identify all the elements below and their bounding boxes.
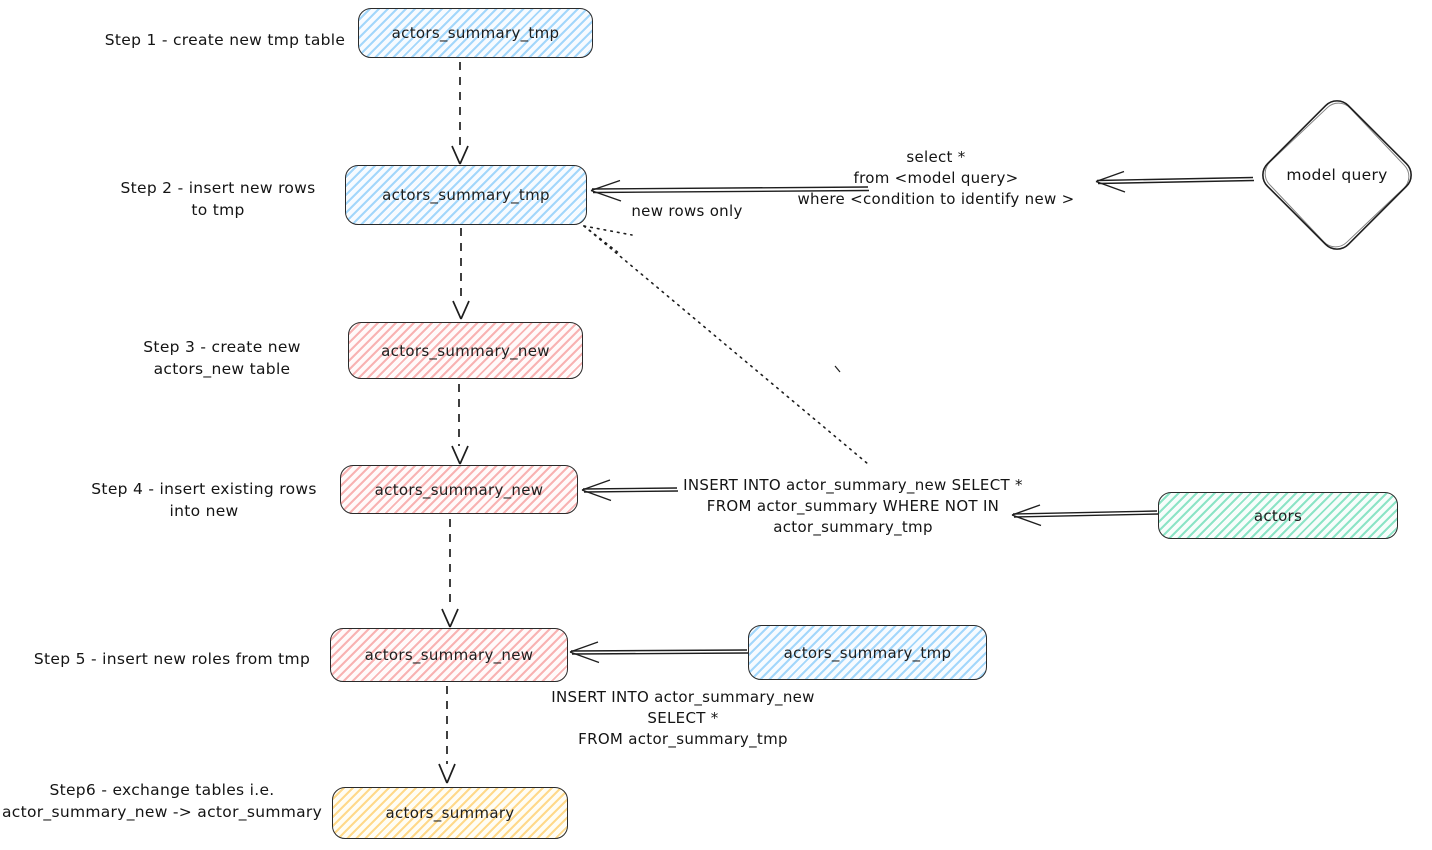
arrow-query-to-step2: [590, 179, 870, 202]
arrow-step3-to-step4: [451, 384, 469, 465]
model-query-label: model query: [1286, 166, 1388, 184]
arrow-tmp-to-step5: [569, 641, 749, 664]
dotted-link-step2-to-sql: [583, 225, 869, 465]
arrow-step2-to-step3: [452, 228, 470, 320]
node-actors-summary-new-step3: actors_summary_new: [348, 322, 583, 379]
arrow-step4-to-step5: [441, 519, 459, 628]
arrow-actors-to-sql: [1011, 504, 1159, 527]
model-query-diamond: [1262, 100, 1412, 250]
step4-label: Step 4 - insert existing rows into new: [91, 480, 317, 520]
insert-existing-sql-annotation: INSERT INTO actor_summary_new SELECT * F…: [683, 476, 1023, 536]
node-actors-summary-tmp-step2: actors_summary_tmp: [345, 165, 587, 225]
arrow-step1-to-step2: [451, 62, 469, 165]
step2-label: Step 2 - insert new rows to tmp: [120, 179, 316, 219]
node-actors-summary-tmp-source: actors_summary_tmp: [748, 625, 987, 680]
stray-mark: [834, 365, 841, 373]
node-actors-summary-step6: actors_summary: [332, 787, 568, 839]
insert-from-tmp-sql-annotation: INSERT INTO actor_summary_new SELECT * F…: [551, 688, 815, 748]
select-query-annotation: select * from <model query> where <condi…: [797, 148, 1075, 208]
node-actors: actors: [1158, 492, 1398, 539]
arrow-model-query-to-text: [1095, 170, 1255, 193]
node-actors-summary-new-step4: actors_summary_new: [340, 465, 578, 514]
step5-label: Step 5 - insert new roles from tmp: [33, 650, 311, 668]
node-actors-summary-tmp-step1: actors_summary_tmp: [358, 8, 593, 58]
arrow-sql-to-step4: [581, 479, 679, 502]
step6-label: Step6 - exchange tables i.e. actor_summa…: [1, 781, 323, 821]
step3-label: Step 3 - create new actors_new table: [143, 338, 301, 378]
node-actors-summary-new-step5: actors_summary_new: [330, 628, 568, 682]
step1-label: Step 1 - create new tmp table: [104, 31, 346, 49]
new-rows-only-annotation: new rows only: [631, 202, 743, 220]
arrow-step5-to-step6: [438, 686, 456, 784]
